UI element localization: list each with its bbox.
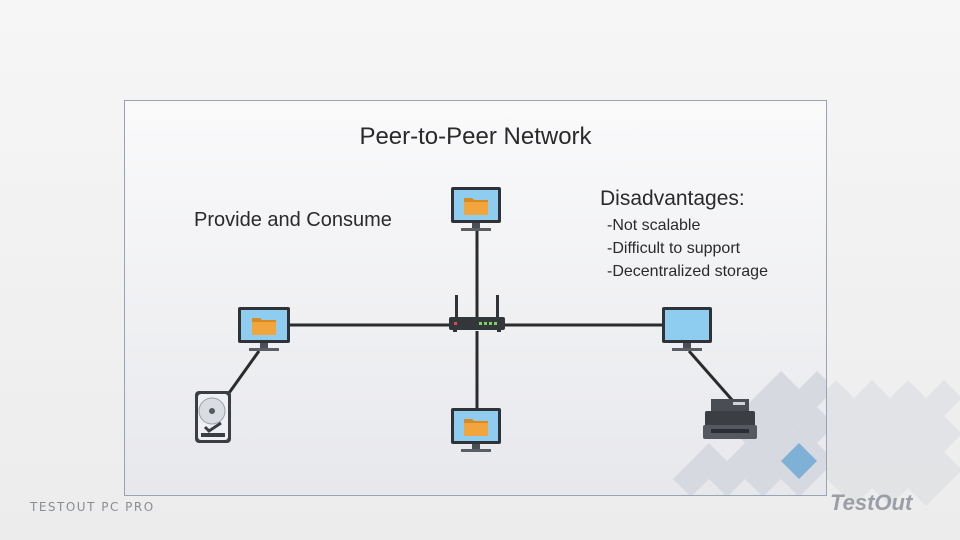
folder-icon [252, 318, 276, 335]
wireless-router-icon [449, 295, 505, 332]
slide-title: Peer-to-Peer Network [359, 123, 592, 150]
computer-right [662, 307, 712, 351]
disadvantages-list: -Not scalable -Difficult to support -Dec… [607, 214, 768, 283]
network-cables [227, 231, 735, 409]
folder-icon [464, 198, 488, 215]
testout-logo: TestOut [830, 490, 913, 515]
disadvantages-heading: Disadvantages: [600, 187, 745, 210]
computer-bottom [451, 408, 501, 452]
cable-disk [227, 350, 261, 394]
hard-disk-drive-icon [195, 391, 231, 443]
computer-top [451, 187, 501, 231]
network-diagram [195, 187, 826, 495]
disadvantage-item: -Decentralized storage [607, 263, 768, 280]
disadvantage-item: -Not scalable [607, 217, 701, 234]
provide-and-consume-label: Provide and Consume [194, 209, 392, 231]
diagram-panel: Peer-to-Peer Network Provide and Consume… [124, 100, 827, 496]
folder-icon [464, 419, 488, 436]
course-label: TESTOUT PC PRO [30, 500, 155, 514]
disadvantage-item: -Difficult to support [607, 240, 741, 257]
cable-printer [687, 350, 735, 402]
computer-left [238, 307, 290, 351]
printer-icon [703, 399, 757, 439]
